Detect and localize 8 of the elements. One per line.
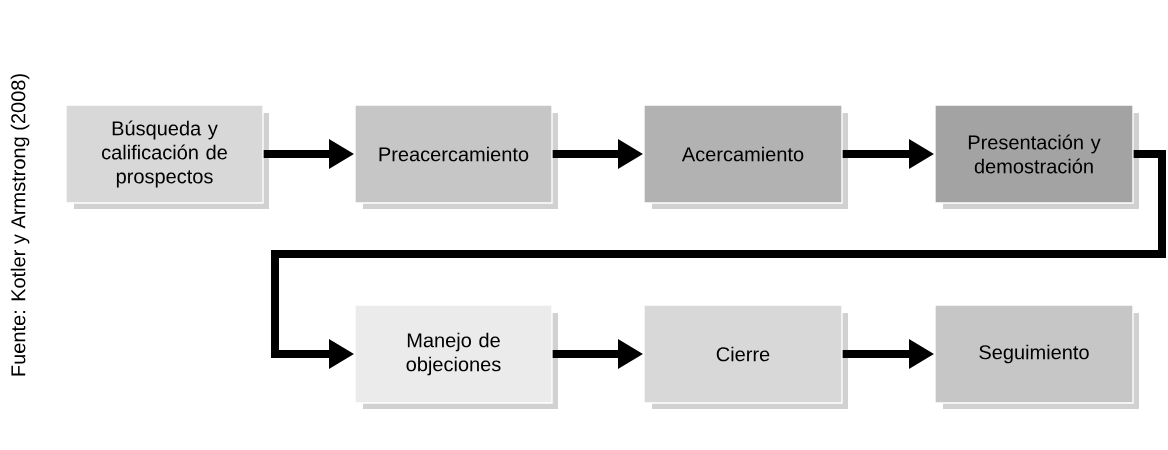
process-box: Acercamiento: [643, 104, 848, 209]
process-box: Cierre: [643, 304, 848, 409]
process-box: Presentación y demostración: [934, 104, 1139, 209]
process-box: Búsqueda y calificación de prospectos: [65, 104, 269, 209]
process-box: Manejo de objeciones: [354, 304, 558, 409]
process-box: Seguimiento: [934, 304, 1139, 409]
process-box: Preacercamiento: [354, 104, 558, 209]
source-caption: Fuente: Kotler y Armstrong (2008): [10, 74, 30, 376]
